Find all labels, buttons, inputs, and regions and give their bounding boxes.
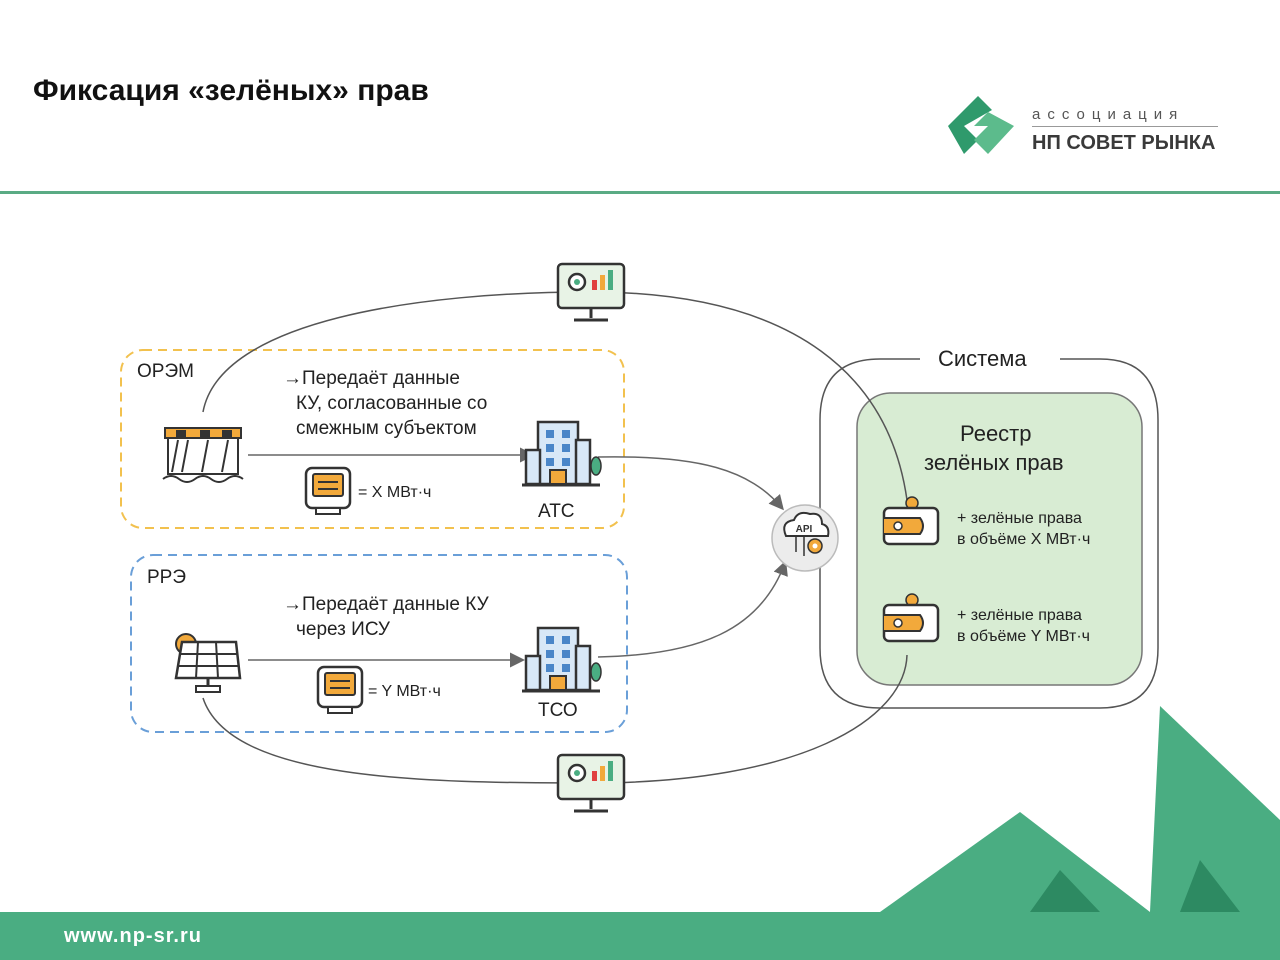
system-box bbox=[819, 358, 1159, 709]
orem-description-line: смежным субъектом bbox=[296, 418, 477, 439]
footer-bar bbox=[0, 912, 1280, 960]
rre-group-box bbox=[130, 554, 628, 733]
logo-big-text: НП СОВЕТ РЫНКА bbox=[1032, 132, 1216, 154]
logo-mark-icon bbox=[948, 96, 1014, 154]
registry-entry-x-line: + зелёные права bbox=[957, 510, 1082, 527]
api-label: API bbox=[796, 524, 813, 535]
orem-description-line: КУ, согласованные со bbox=[296, 393, 488, 414]
rre-description-line: →Передаёт данные КУ bbox=[283, 594, 489, 615]
ats-to-api-arrow bbox=[597, 456, 784, 511]
meter-icon bbox=[304, 466, 352, 515]
wallet-icon bbox=[882, 496, 940, 546]
registry-title-line: Реестр bbox=[960, 421, 1032, 446]
registry-title-line: зелёных прав bbox=[924, 450, 1064, 475]
logo-divider bbox=[1032, 126, 1218, 127]
registry-entry-x-line: в объёме X МВт·ч bbox=[957, 531, 1091, 548]
footer-website-link[interactable]: www.np-sr.ru bbox=[64, 925, 202, 947]
orem-meter-value: = X МВт·ч bbox=[358, 484, 432, 501]
orem-label: ОРЭМ bbox=[137, 361, 194, 382]
rre-meter-value: = Y МВт·ч bbox=[368, 683, 441, 700]
wallet-icon bbox=[882, 593, 940, 643]
orem-entity-label: АТС bbox=[538, 501, 575, 522]
api-node-icon: API bbox=[771, 504, 839, 572]
registry-entry-y-line: + зелёные права bbox=[957, 607, 1082, 624]
association-logo: ассоциация НП СОВЕТ РЫНКА bbox=[948, 96, 1228, 160]
logo-small-text: ассоциация bbox=[1032, 106, 1185, 123]
monitor-icon bbox=[556, 262, 626, 322]
orem-description-line: →Передаёт данные bbox=[283, 368, 461, 389]
monitor-icon bbox=[556, 753, 626, 813]
rre-label: РРЭ bbox=[147, 567, 187, 588]
system-label: Система bbox=[938, 346, 1027, 371]
orem-group-box bbox=[120, 349, 625, 529]
solar-panel-icon bbox=[174, 633, 242, 693]
rre-description-line: через ИСУ bbox=[296, 619, 390, 640]
header-divider bbox=[0, 191, 1280, 194]
building-icon bbox=[522, 626, 602, 693]
tso-to-api-arrow bbox=[597, 560, 788, 658]
decorative-mountains bbox=[880, 706, 1280, 912]
rre-entity-label: ТСО bbox=[538, 700, 578, 721]
meter-icon bbox=[316, 665, 364, 714]
building-icon bbox=[522, 420, 602, 487]
registry-entry-y-line: в объёме Y МВт·ч bbox=[957, 628, 1091, 645]
page-title: Фиксация «зелёных» прав bbox=[33, 74, 429, 107]
hydro-plant-icon bbox=[162, 427, 244, 483]
